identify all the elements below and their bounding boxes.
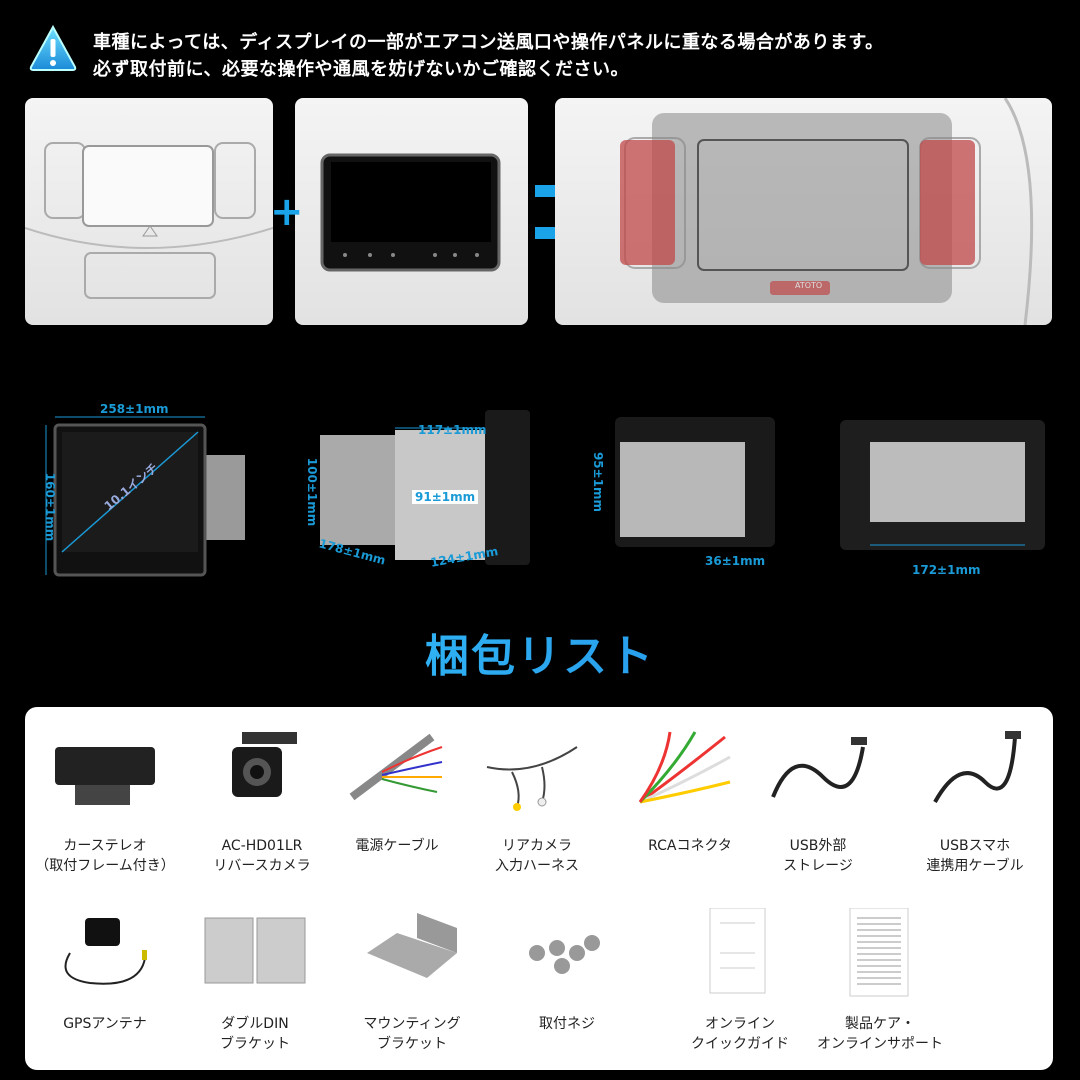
package-item-label-1: USB外部	[789, 838, 847, 854]
car-stereo-icon	[55, 747, 155, 805]
package-item-label-1: ダブルDIN	[221, 1016, 289, 1032]
notice-line-2: 必ず取付前に、必要な操作や通風を妨げないかご確認ください。	[93, 59, 629, 80]
warning-triangle-icon	[29, 24, 77, 71]
mounting-bracket-icon	[367, 912, 457, 978]
support-card-icon	[849, 907, 909, 996]
dim-rear-height: 95±1mm	[591, 451, 606, 513]
package-item: GPSアンテナ	[30, 905, 180, 1034]
quick-guide-icon	[709, 907, 766, 993]
package-item: 電源ケーブル	[322, 722, 472, 856]
reverse-camera-icon	[232, 732, 297, 797]
package-item-label-1: 製品ケア・	[845, 1016, 915, 1032]
usb-storage-cable-icon	[771, 737, 867, 798]
package-item-label-1: GPSアンテナ	[63, 1016, 147, 1032]
package-list-box	[25, 707, 1053, 1070]
dim-rear-depth: 36±1mm	[705, 554, 766, 568]
package-item-label-2: オンラインサポート	[817, 1036, 943, 1052]
package-item-label-2: 連携用ケーブル	[926, 858, 1024, 874]
package-item-label-2: 入力ハーネス	[495, 858, 579, 874]
package-item: ダブルDIN ブラケット	[180, 905, 330, 1054]
package-item: USB外部ストレージ	[743, 722, 893, 876]
package-item-label-2: （取付フレーム付き）	[35, 858, 175, 874]
stereo-illustration	[320, 153, 501, 272]
front-view-diagram	[45, 416, 245, 577]
usb-phone-cable-icon	[933, 731, 1021, 803]
package-item: カーステレオ （取付フレーム付き）	[30, 722, 180, 876]
package-item: AC-HD01LR リバースカメラ	[187, 722, 337, 876]
back-view-diagram	[840, 420, 1045, 550]
package-item-label-2: ストレージ	[783, 858, 853, 874]
package-item-label-2: ブラケット	[377, 1036, 447, 1052]
package-item-label-1: リアカメラ	[502, 838, 572, 854]
dashboard-illustration	[25, 142, 273, 299]
package-item-label-1: AC-HD01LR	[221, 838, 303, 854]
package-item-label-2: クイックガイド	[691, 1036, 789, 1052]
installed-illustration	[620, 98, 1034, 325]
dim-frame-height: 100±1mm	[305, 457, 320, 527]
package-item: 取付ネジ	[492, 905, 642, 1034]
brand-logo: ATOTO	[795, 281, 823, 290]
package-item: RCAコネクタ	[615, 722, 765, 856]
installed-panel	[555, 98, 1052, 325]
package-item-label-1: USBスマホ	[939, 838, 1011, 854]
double-din-bracket-icon	[204, 917, 306, 983]
package-item-label-1: マウンティング	[363, 1016, 461, 1032]
package-item-label-1: 電源ケーブル	[355, 838, 439, 854]
package-item-label-1: カーステレオ	[63, 838, 147, 854]
package-item-label-2: ブラケット	[220, 1036, 290, 1052]
dim-frame-width: 117±1mm	[418, 423, 487, 437]
gps-antenna-icon	[64, 917, 147, 985]
plus-sign: +	[270, 189, 304, 235]
package-item-label-1: 取付ネジ	[539, 1016, 595, 1032]
stereo-panel	[295, 98, 528, 325]
side-view-diagram	[320, 410, 530, 565]
dashboard-panel	[25, 98, 273, 325]
package-item-label-2: リバースカメラ	[213, 858, 311, 874]
package-item: 製品ケア・オンラインサポート	[805, 905, 955, 1054]
dim-rear-width: 172±1mm	[912, 563, 981, 577]
dim-height: 160±1mm	[43, 472, 58, 542]
dim-inner-height: 91±1mm	[412, 490, 479, 504]
package-item: マウンティングブラケット	[337, 905, 487, 1054]
camera-harness-icon	[486, 746, 578, 811]
power-cable-icon	[349, 733, 443, 801]
package-item: USBスマホ連携用ケーブル	[900, 722, 1050, 876]
package-item: リアカメラ入力ハーネス	[462, 722, 612, 876]
rca-connector-icon	[638, 731, 731, 804]
package-item-label-1: オンライン	[705, 1016, 775, 1032]
package-list-title: 梱包リスト	[0, 620, 1080, 684]
package-item: オンラインクイックガイド	[665, 905, 815, 1054]
rear-view-diagram	[615, 417, 775, 547]
package-item-label-1: RCAコネクタ	[648, 838, 732, 854]
notice-line-1: 車種によっては、ディスプレイの一部がエアコン送風口や操作パネルに重なる場合があり…	[93, 32, 884, 53]
dim-width: 258±1mm	[100, 402, 169, 416]
screws-icon	[529, 934, 600, 974]
